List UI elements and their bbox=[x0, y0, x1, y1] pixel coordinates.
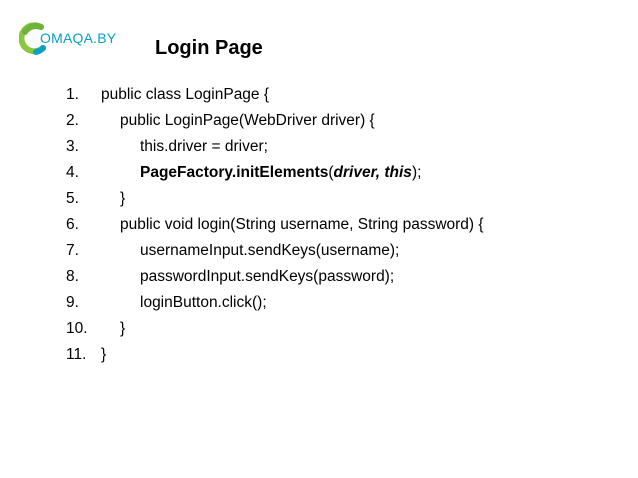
code-line: 2. public LoginPage(WebDriver driver) { bbox=[0, 108, 638, 134]
line-number: 1. bbox=[66, 86, 79, 103]
code-line: 5. } bbox=[0, 186, 638, 212]
code-text: } bbox=[101, 346, 107, 363]
code-text: loginButton.click(); bbox=[140, 294, 267, 311]
code-line: 4. PageFactory.initElements(driver, this… bbox=[0, 160, 638, 186]
code-line: 6. public void login(String username, St… bbox=[0, 212, 638, 238]
code-line: 1. public class LoginPage { bbox=[0, 82, 638, 108]
code-line: 11. } bbox=[0, 342, 638, 368]
comaqa-logo: OMAQA.BY bbox=[19, 21, 123, 57]
line-number: 8. bbox=[66, 268, 79, 285]
line-number: 10. bbox=[66, 320, 88, 337]
code-line: 8. passwordInput.sendKeys(password); bbox=[0, 264, 638, 290]
line-number: 4. bbox=[66, 164, 79, 181]
code-text: public LoginPage(WebDriver driver) { bbox=[120, 112, 375, 129]
line-number: 2. bbox=[66, 112, 79, 129]
line-number: 5. bbox=[66, 190, 79, 207]
code-close: ); bbox=[411, 164, 422, 181]
code-open-paren: ( bbox=[328, 164, 334, 181]
line-number: 6. bbox=[66, 216, 79, 233]
line-number: 9. bbox=[66, 294, 79, 311]
code-text: this.driver = driver; bbox=[140, 138, 268, 155]
code-line: 3. this.driver = driver; bbox=[0, 134, 638, 160]
code-bold-call: PageFactory.initElements bbox=[140, 164, 329, 181]
logo-ring-icon bbox=[19, 22, 46, 55]
code-text: passwordInput.sendKeys(password); bbox=[140, 268, 395, 285]
line-number: 3. bbox=[66, 138, 79, 155]
code-text: } bbox=[120, 190, 126, 207]
code-text: usernameInput.sendKeys(username); bbox=[140, 242, 400, 259]
code-listing: 1. public class LoginPage { 2. public Lo… bbox=[0, 82, 638, 368]
slide-title: Login Page bbox=[155, 37, 263, 59]
code-line: 10. } bbox=[0, 316, 638, 342]
line-number: 11. bbox=[66, 346, 87, 363]
code-text: } bbox=[120, 320, 126, 337]
code-text: PageFactory.initElements(driver, this); bbox=[140, 160, 421, 186]
code-line: 9. loginButton.click(); bbox=[0, 290, 638, 316]
code-text: public void login(String username, Strin… bbox=[120, 216, 484, 233]
code-bold-italic-args: driver, this bbox=[333, 164, 412, 181]
line-number: 7. bbox=[66, 242, 79, 259]
code-text: public class LoginPage { bbox=[101, 86, 270, 103]
code-line: 7. usernameInput.sendKeys(username); bbox=[0, 238, 638, 264]
logo-text: OMAQA.BY bbox=[40, 30, 117, 46]
